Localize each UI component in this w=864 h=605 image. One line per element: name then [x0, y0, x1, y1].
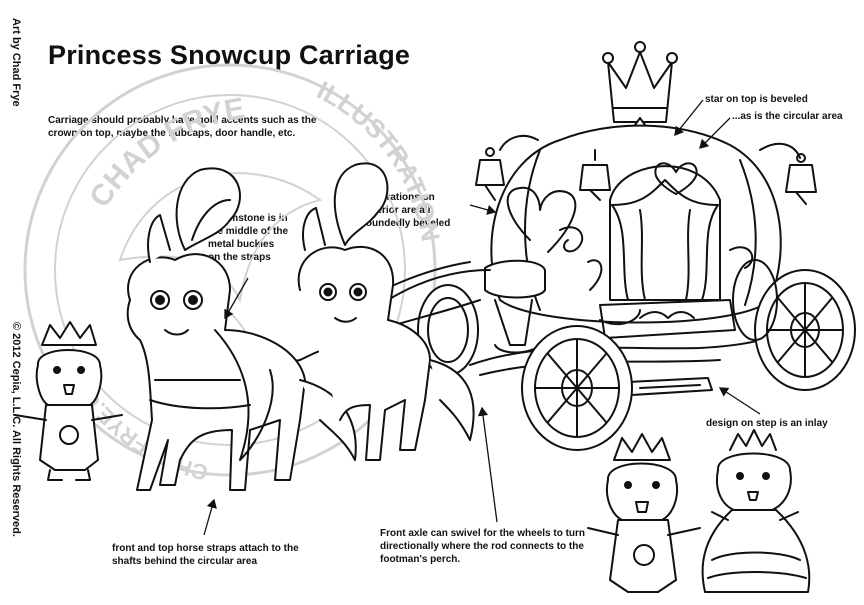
note-decorations: Decorations on exterior are all roundedl… [362, 192, 451, 229]
rear-wheel [754, 269, 856, 391]
note-step: design on step is an inlay [706, 418, 828, 429]
note-gold-accents: Carriage should probably have gold accen… [48, 115, 317, 139]
lantern-mid-icon [579, 149, 611, 201]
arrow-gemstone [224, 277, 249, 320]
far-wheels [417, 259, 778, 376]
note-straps: front and top horse straps attach to the… [112, 543, 299, 567]
arrow-straps [203, 498, 217, 536]
footman-hamster-left [14, 321, 123, 481]
note-circular-area: ...as is the circular area [732, 111, 843, 122]
arrow-step [718, 387, 761, 415]
arrow-decorations [469, 204, 497, 215]
princess-hamster [701, 429, 811, 593]
arrow-star [674, 99, 704, 137]
arrow-circular-area [699, 117, 731, 149]
horse-front [126, 167, 357, 491]
note-axle: Front axle can swivel for the wheels to … [380, 528, 586, 565]
watermark-text-right: ILLUSTRATION [312, 75, 445, 244]
front-wheel [521, 325, 633, 451]
lantern-right-icon [759, 142, 817, 205]
lantern-left-icon [475, 134, 539, 201]
annotation-arrows [203, 99, 761, 536]
carriage-body [490, 124, 782, 324]
heart-crest-icon [654, 162, 698, 195]
note-gemstone: A gemstone is in the middle of the metal… [208, 213, 288, 263]
carriage-drawing [199, 41, 856, 451]
heart-scroll-icon [506, 186, 577, 253]
note-star: star on top is beveled [705, 94, 808, 105]
carriage-window [609, 165, 721, 301]
footman-perch [484, 259, 546, 299]
horse-back [297, 162, 475, 461]
arrow-axle [477, 406, 498, 523]
crown-icon [602, 41, 678, 123]
king-hamster [587, 433, 701, 593]
